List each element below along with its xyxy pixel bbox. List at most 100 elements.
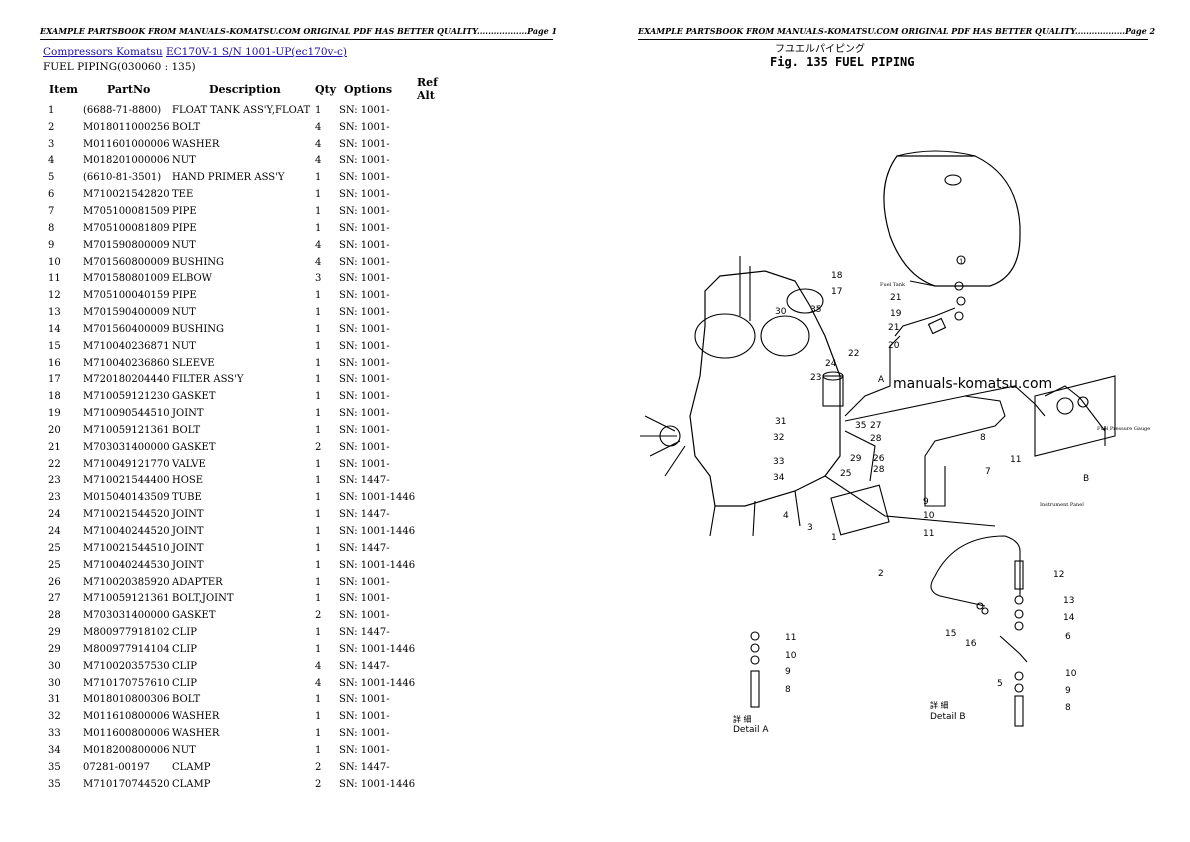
row-partno: M710021544510 bbox=[83, 542, 170, 554]
callout-9: 9 bbox=[923, 497, 929, 507]
row-item: 23 bbox=[48, 475, 61, 487]
row-options: SN: 1001- bbox=[339, 273, 390, 285]
row-qty: 1 bbox=[315, 593, 322, 605]
row-options: SN: 1001- bbox=[339, 374, 390, 386]
callout-34: 34 bbox=[773, 473, 785, 483]
row-item: 29 bbox=[48, 643, 61, 655]
row-options: SN: 1001- bbox=[339, 576, 390, 588]
callout-18: 18 bbox=[831, 271, 843, 281]
row-ref bbox=[417, 153, 457, 170]
callout-4: 4 bbox=[783, 511, 789, 521]
row-partno: (6688-71-8800) bbox=[83, 104, 162, 116]
row-description: FLOAT TANK ASS'Y,FLOAT bbox=[172, 104, 311, 116]
row-description: HOSE bbox=[172, 475, 204, 487]
callout-28: 28 bbox=[870, 434, 882, 444]
row-qty: 4 bbox=[315, 138, 322, 150]
row-ref bbox=[417, 304, 457, 321]
row-item: 20 bbox=[48, 424, 61, 436]
row-item: 29 bbox=[48, 627, 61, 639]
row-ref bbox=[417, 607, 457, 624]
row-partno: M705100081809 bbox=[83, 222, 170, 234]
breadcrumb-link-model[interactable]: EC170V-1 S/N 1001-UP(ec170v-c) bbox=[165, 46, 347, 58]
row-options: SN: 1447- bbox=[339, 627, 390, 639]
row-ref bbox=[417, 624, 457, 641]
row-options: SN: 1001- bbox=[339, 172, 390, 184]
row-qty: 1 bbox=[315, 307, 322, 319]
row-options: SN: 1001- bbox=[339, 205, 390, 217]
row-ref bbox=[417, 776, 457, 793]
row-options: SN: 1001- bbox=[339, 104, 390, 116]
figure-title: Fig. 135 FUEL PIPING bbox=[770, 55, 915, 69]
row-partno: M018200800006 bbox=[83, 744, 170, 756]
row-qty: 1 bbox=[315, 222, 322, 234]
row-description: PIPE bbox=[172, 290, 197, 302]
row-partno: M011601000006 bbox=[83, 138, 170, 150]
row-qty: 1 bbox=[315, 728, 322, 740]
breadcrumb-link-compressors[interactable]: Compressors Komatsu bbox=[43, 46, 163, 58]
row-item: 32 bbox=[48, 711, 61, 723]
callout-25: 25 bbox=[840, 469, 851, 479]
row-partno: M800977918102 bbox=[83, 627, 170, 639]
row-description: PIPE bbox=[172, 222, 197, 234]
row-partno: M710049121770 bbox=[83, 458, 170, 470]
row-ref bbox=[417, 388, 457, 405]
row-qty: 1 bbox=[315, 627, 322, 639]
row-options: SN: 1001-1446 bbox=[339, 526, 416, 538]
row-item: 12 bbox=[48, 290, 61, 302]
watermark-text: manuals-komatsu.com bbox=[893, 376, 1052, 392]
row-partno: M710090544510 bbox=[83, 408, 170, 420]
row-ref bbox=[417, 439, 457, 456]
row-ref bbox=[417, 641, 457, 658]
callout-13: 13 bbox=[1063, 596, 1074, 606]
row-item: 2 bbox=[48, 121, 55, 133]
row-qty: 1 bbox=[315, 542, 322, 554]
instrument-panel-label: Instrument Panel bbox=[1040, 502, 1084, 508]
row-qty: 4 bbox=[315, 155, 322, 167]
page-number: Page 1 bbox=[527, 26, 558, 36]
row-ref bbox=[417, 237, 457, 254]
callout-labels: 18 17 21 19 21 20 30 35 24 22 23 31 32 3… bbox=[773, 271, 1089, 713]
row-qty: 1 bbox=[315, 509, 322, 521]
row-description: BUSHING bbox=[172, 323, 225, 335]
row-item: 22 bbox=[48, 458, 61, 470]
callout-17: 17 bbox=[831, 287, 842, 297]
engine-assembly bbox=[640, 256, 996, 537]
row-qty: 1 bbox=[315, 189, 322, 201]
page-header: EXAMPLE PARTSBOOK FROM MANUALS-KOMATSU.C… bbox=[40, 26, 557, 40]
row-options: SN: 1001- bbox=[339, 357, 390, 369]
row-ref bbox=[417, 203, 457, 220]
row-description: ADAPTER bbox=[172, 576, 223, 588]
col-options-header: Options bbox=[344, 82, 393, 96]
row-qty: 1 bbox=[315, 340, 322, 352]
row-ref bbox=[417, 590, 457, 607]
row-description: BOLT bbox=[172, 121, 201, 133]
row-ref bbox=[417, 759, 457, 776]
callout-10: 10 bbox=[923, 511, 935, 521]
row-item: 16 bbox=[48, 357, 61, 369]
row-options: SN: 1001- bbox=[339, 290, 390, 302]
row-description: PIPE bbox=[172, 205, 197, 217]
row-qty: 1 bbox=[315, 205, 322, 217]
row-options: SN: 1001- bbox=[339, 189, 390, 201]
row-description: TEE bbox=[172, 189, 194, 201]
row-partno: M710040244520 bbox=[83, 526, 170, 538]
row-ref bbox=[417, 338, 457, 355]
row-item: 1 bbox=[48, 104, 55, 116]
row-partno: M710021544400 bbox=[83, 475, 170, 487]
row-options: SN: 1447- bbox=[339, 761, 390, 773]
detail-b-drawing bbox=[930, 535, 1028, 727]
callout-12: 12 bbox=[1053, 570, 1064, 580]
row-item: 5 bbox=[48, 172, 55, 184]
row-qty: 1 bbox=[315, 643, 322, 655]
